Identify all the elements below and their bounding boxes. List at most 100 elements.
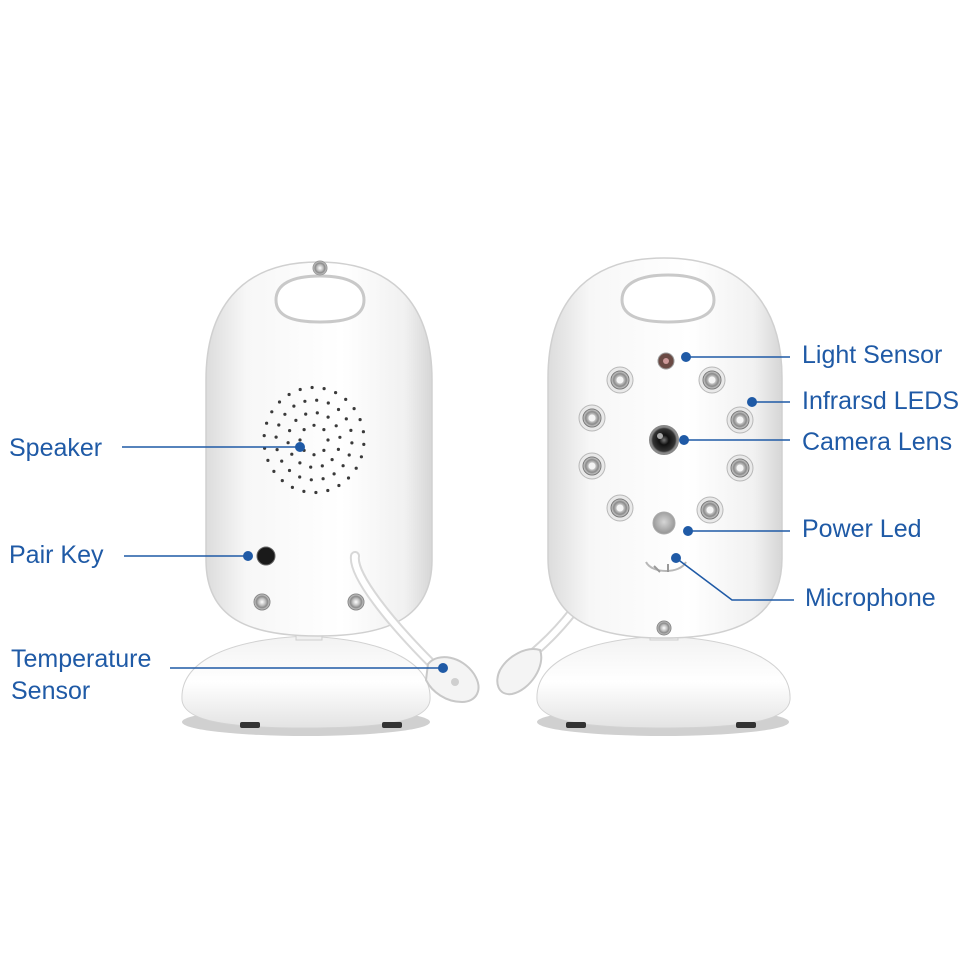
front-probe [496,648,543,696]
speaker-hole [362,442,366,446]
speaker-hole [361,430,365,434]
infrared-led-icon [696,496,724,524]
speaker-hole [344,417,348,421]
speaker-hole [288,429,292,433]
infrared-led-icon [606,366,634,394]
speaker-hole [287,392,291,397]
speaker-hole [286,441,290,445]
front-handle [620,273,716,324]
speaker-hole [315,411,319,415]
label-infrared-leds: Infrarsd LEDS [802,387,960,415]
infrared-led-ring [578,366,754,524]
speaker-hole [326,438,330,442]
speaker-hole [304,412,308,416]
leader-lines [122,352,794,673]
speaker-hole [326,401,330,405]
speaker-hole [354,466,358,470]
back-screw-left [253,593,271,611]
speaker-hole [298,461,302,465]
speaker-hole [326,415,330,419]
speaker-hole [312,423,316,427]
label-light-sensor: Light Sensor [802,341,943,369]
speaker-hole [322,448,326,452]
speaker-hole [262,434,266,438]
leader-dot-light-sensor [681,352,691,362]
label-power-led: Power Led [802,515,922,543]
speaker-hole [352,407,356,411]
infrared-led-icon [726,454,754,482]
infrared-led-icon [578,404,606,432]
back-base-foot-left [240,722,260,728]
infrared-led-icon [726,406,754,434]
back-view-device [181,260,480,736]
speaker-hole [330,458,334,462]
back-handle [274,274,366,324]
speaker-hole [266,458,270,462]
leader-dot-infrared-leds [747,397,757,407]
back-screw-right [347,593,365,611]
infrared-led-icon [698,366,726,394]
leader-dot-camera-lens [679,435,689,445]
speaker-hole [270,410,274,414]
label-camera-lens: Camera Lens [802,428,953,456]
speaker-hole [272,469,276,473]
speaker-hole [298,438,302,442]
pair-key-button [256,546,276,566]
speaker-hole [277,423,281,427]
leader-dot-temperature-sensor [438,663,448,673]
speaker-hole [347,453,351,457]
speaker-hole [322,428,326,432]
speaker-hole [334,391,338,395]
leader-dot-speaker [295,442,305,452]
label-temperature-sensor-line1: Temperature [11,645,152,673]
speaker-hole [283,412,287,416]
speaker-hole [290,452,294,456]
speaker-hole [337,483,341,488]
speaker-hole [332,472,336,476]
speaker-hole [336,407,341,412]
label-pair-key: Pair Key [9,541,104,569]
speaker-hole [309,478,313,482]
speaker-hole [310,385,314,390]
speaker-hole [320,464,324,468]
speaker-hole [344,397,348,401]
label-speaker: Speaker [9,434,103,462]
power-led-icon [652,511,676,535]
speaker-hole [338,435,342,439]
speaker-hole [287,468,292,473]
speaker-hole [292,404,296,408]
speaker-hole [280,459,284,463]
speaker-hole [298,387,302,392]
camera-lens-icon [649,425,679,455]
speaker-hole [341,464,345,468]
speaker-hole [312,453,316,457]
speaker-hole [346,476,351,480]
speaker-hole [315,398,319,402]
speaker-hole [358,418,362,422]
speaker-hole [359,455,363,459]
speaker-hole [302,428,306,432]
speaker-hole [302,489,306,493]
speaker-hole [349,428,353,432]
speaker-hole [350,441,354,445]
speaker-hole [303,399,307,403]
speaker-hole [321,477,325,481]
speaker-hole [309,465,313,469]
label-temperature-sensor-line2: Sensor [11,677,91,705]
speaker-hole [280,479,284,483]
speaker-hole [274,435,278,439]
back-top-screw [312,260,328,276]
speaker-hole [290,485,294,489]
speaker-hole [294,418,298,422]
speaker-hole [298,475,302,479]
speaker-hole [336,447,340,451]
label-microphone: Microphone [805,584,936,612]
speaker-hole [277,400,282,404]
front-view-device [496,257,791,736]
back-base-foot-right [382,722,402,728]
speaker-hole [314,490,318,495]
back-base [181,635,431,729]
front-base [536,635,791,729]
speaker-hole [275,448,279,452]
